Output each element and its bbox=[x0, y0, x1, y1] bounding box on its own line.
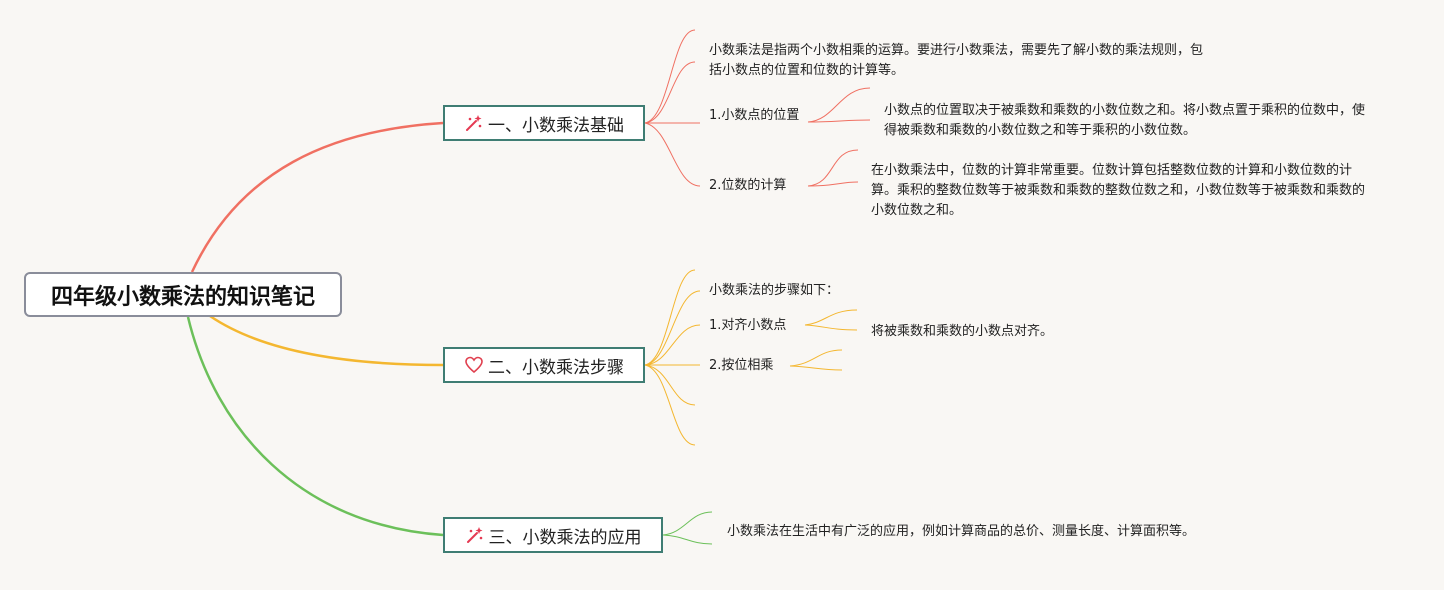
connector-point-note-b bbox=[807, 119, 871, 123]
connector-t2-f bbox=[644, 364, 696, 446]
basics-digits-label[interactable]: 2.位数的计算 bbox=[709, 178, 787, 193]
connector-t2-e bbox=[644, 364, 696, 406]
steps-align-label[interactable]: 1.对齐小数点 bbox=[709, 318, 787, 333]
connector-digits-note-a bbox=[807, 149, 859, 187]
basics-intro-note[interactable]: 小数乘法是指两个小数相乘的运算。要进行小数乘法，需要先了解小数的乘法规则，包括小… bbox=[709, 43, 1204, 78]
connector-t2-a bbox=[644, 269, 696, 366]
connector-t1-digits bbox=[644, 122, 701, 187]
connector-root-topic3 bbox=[186, 316, 444, 537]
connector-t3-a bbox=[662, 511, 713, 536]
heart-icon bbox=[464, 355, 484, 375]
connector-align-note-b bbox=[804, 324, 858, 331]
connector-root-topic1 bbox=[190, 121, 444, 273]
connector-multiply-b bbox=[789, 365, 843, 371]
topic-basics-title: 一、小数乘法基础 bbox=[488, 115, 624, 136]
basics-point-note[interactable]: 小数点的位置取决于被乘数和乘数的小数位数之和。将小数点置于乘积的位数中，使得被乘… bbox=[884, 103, 1366, 138]
connector-t3-b bbox=[662, 534, 713, 545]
basics-digits-note[interactable]: 在小数乘法中，位数的计算非常重要。位数计算包括整数位数的计算和小数位数的计算。乘… bbox=[871, 163, 1366, 218]
root-topic-title: 四年级小数乘法的知识笔记 bbox=[50, 284, 315, 310]
steps-multiply-label[interactable]: 2.按位相乘 bbox=[709, 358, 774, 373]
steps-align-note[interactable]: 将被乘数和乘数的小数点对齐。 bbox=[871, 324, 1054, 339]
connector-align-note-a bbox=[804, 309, 858, 326]
connector-t1-intro-b bbox=[644, 61, 696, 124]
connector-root-topic2 bbox=[209, 314, 444, 367]
connector-t1-intro-a bbox=[644, 29, 696, 124]
steps-intro-label[interactable]: 小数乘法的步骤如下： bbox=[709, 283, 840, 298]
topic-steps-title: 二、小数乘法步骤 bbox=[488, 357, 624, 378]
connector-digits-note-b bbox=[807, 181, 859, 187]
magic-wand-icon bbox=[464, 113, 484, 133]
topic-application-title: 三、小数乘法的应用 bbox=[488, 527, 642, 548]
connector-t2-b bbox=[644, 290, 701, 366]
magic-wand-icon bbox=[465, 525, 485, 545]
root-topic[interactable]: 四年级小数乘法的知识笔记 bbox=[24, 272, 342, 317]
application-note[interactable]: 小数乘法在生活中有广泛的应用，例如计算商品的总价、测量长度、计算面积等。 bbox=[727, 524, 1196, 539]
basics-point-label[interactable]: 1.小数点的位置 bbox=[709, 108, 800, 123]
topic-application[interactable]: 三、小数乘法的应用 bbox=[443, 517, 663, 553]
topic-basics[interactable]: 一、小数乘法基础 bbox=[443, 105, 645, 141]
connector-point-note-a bbox=[807, 87, 871, 123]
connector-multiply-a bbox=[789, 349, 843, 367]
connector-t2-c bbox=[644, 324, 701, 366]
topic-steps[interactable]: 二、小数乘法步骤 bbox=[443, 347, 645, 383]
